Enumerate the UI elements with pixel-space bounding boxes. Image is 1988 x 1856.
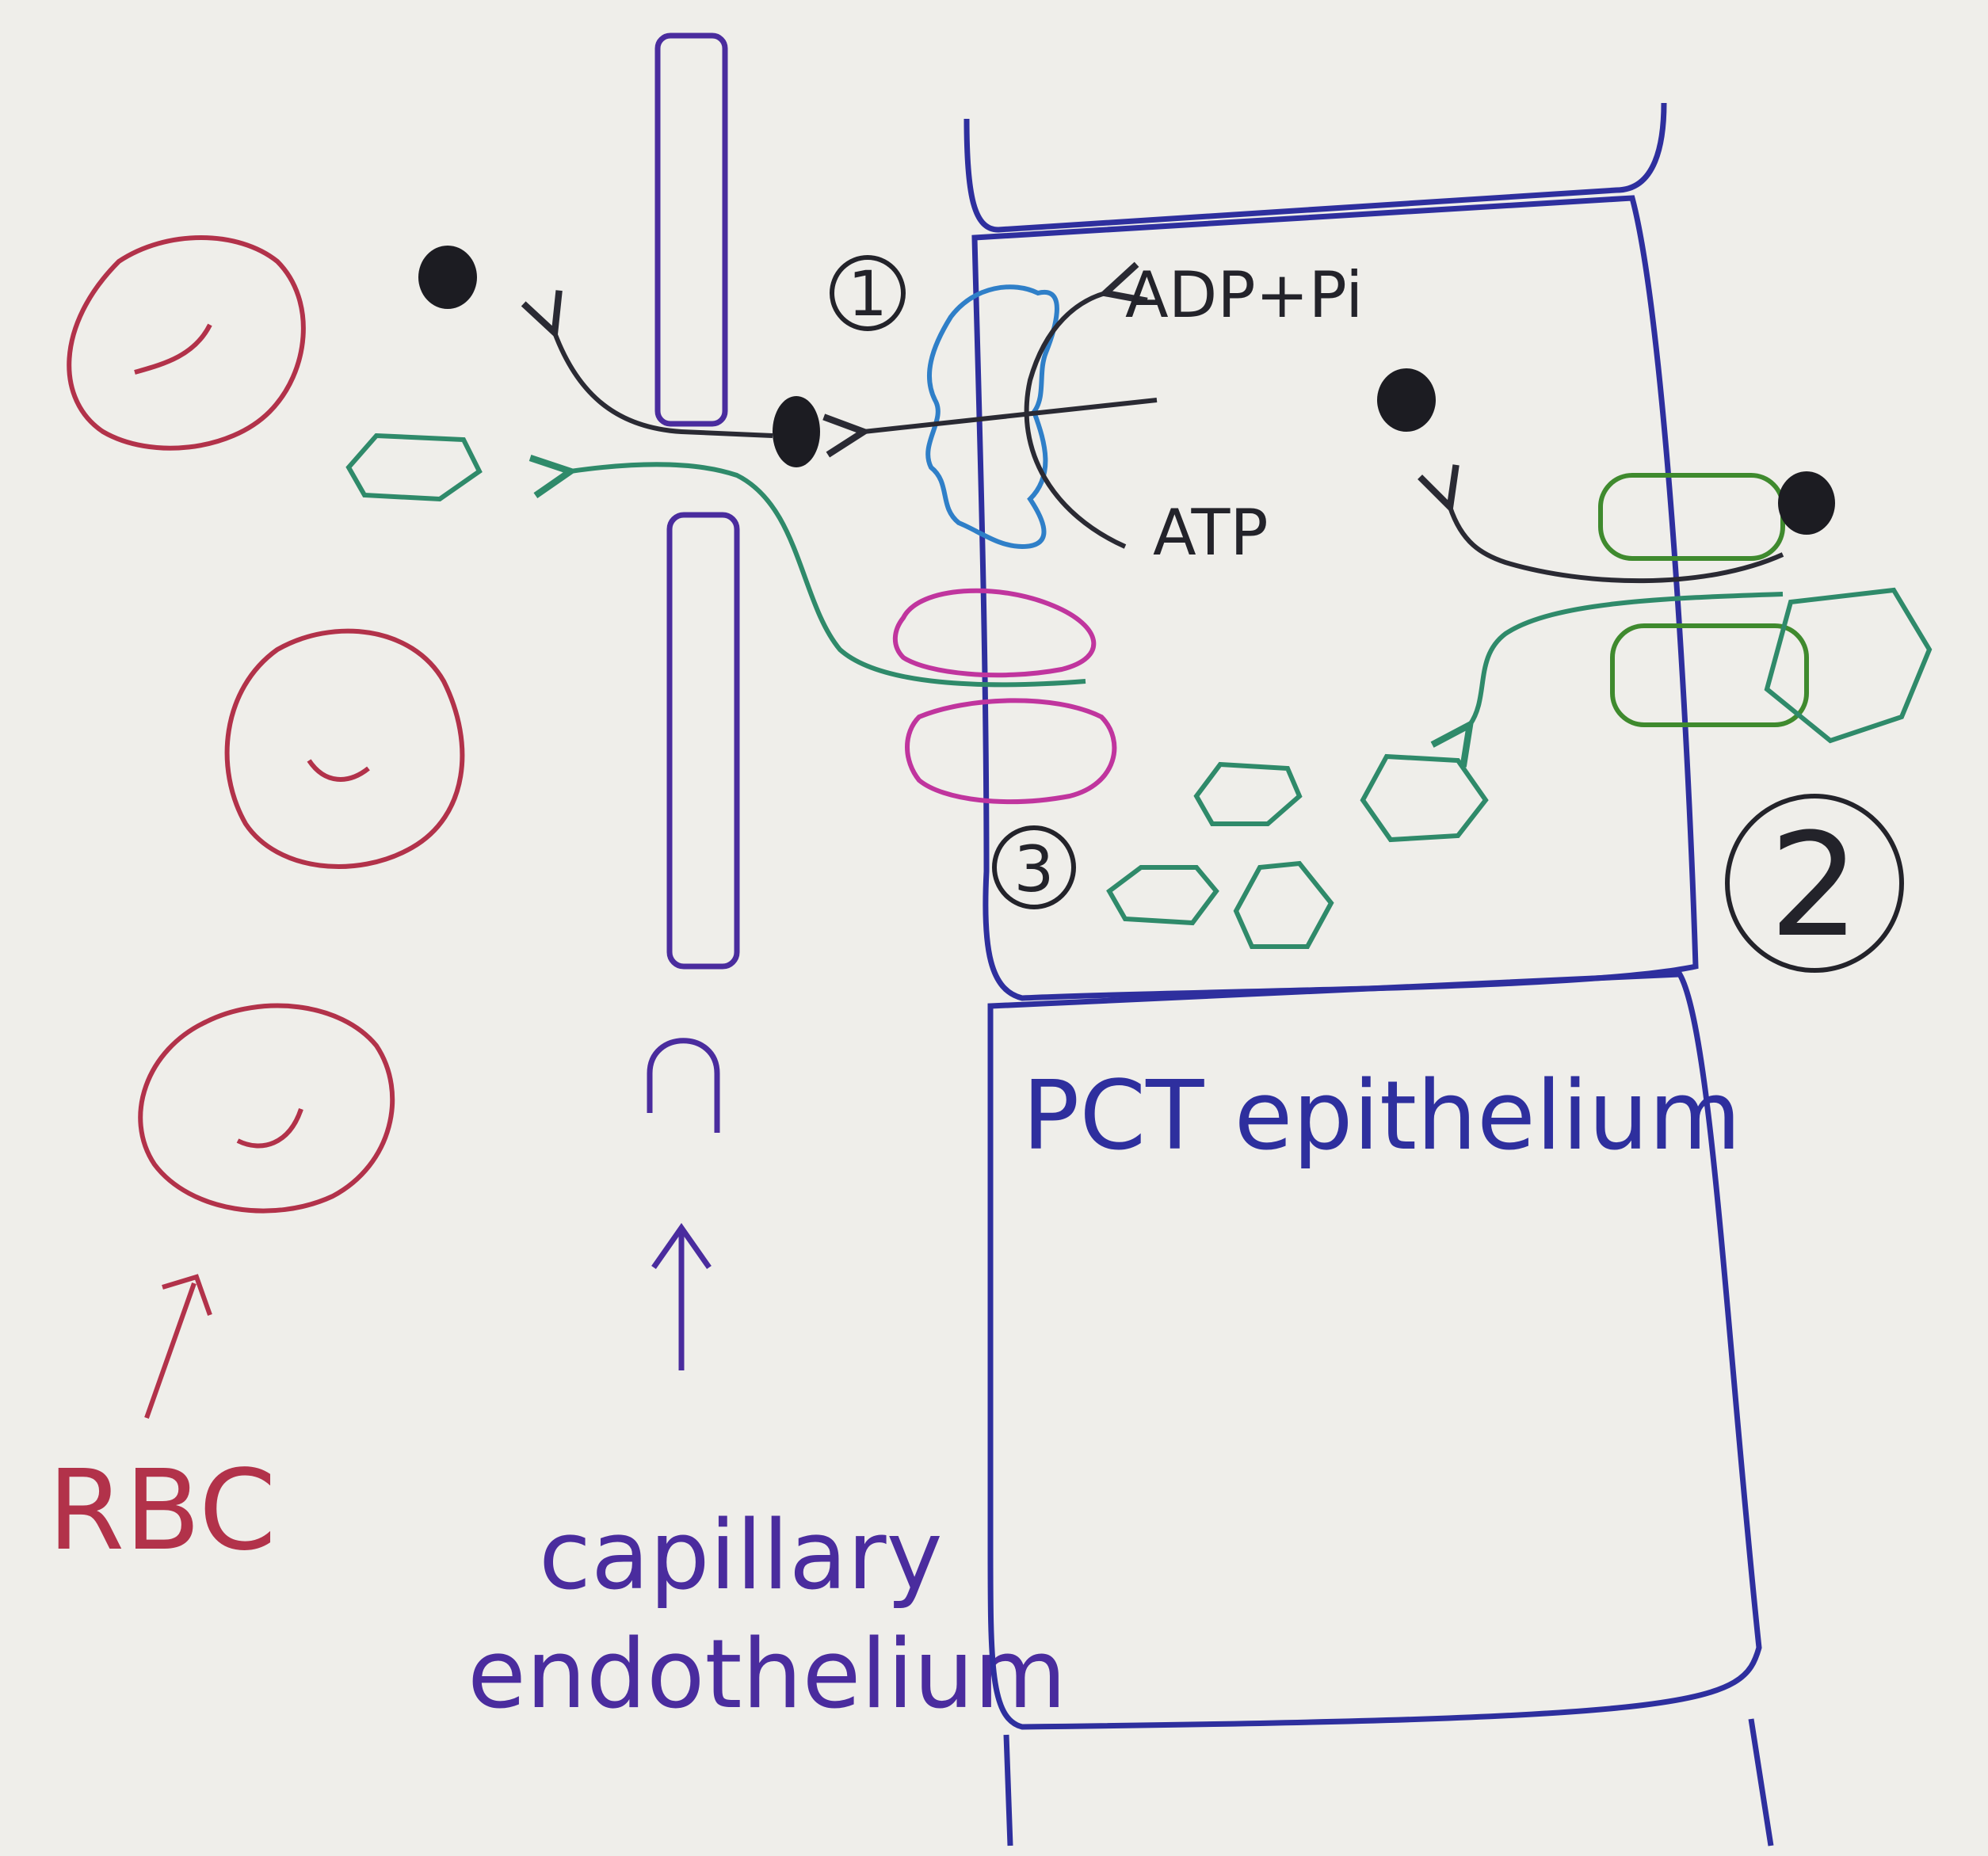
- glucose-molecule: [1360, 753, 1489, 843]
- sodium-ion: [1778, 471, 1835, 535]
- sodium-capillary-arrow: [555, 333, 773, 438]
- sodium-efflux-arrow: [864, 398, 1158, 432]
- glucose-molecule: [1764, 587, 1933, 744]
- glucose-molecule: [1193, 761, 1303, 826]
- atp-label: ATP: [1153, 496, 1269, 570]
- sodium-ion: [1377, 368, 1436, 432]
- capillary-label-line1: capillary: [539, 1501, 943, 1611]
- step-1-label: 1: [848, 259, 887, 330]
- step-marker-1: 1: [830, 255, 906, 331]
- sodium-ion: [418, 246, 477, 309]
- glucose-capillary-arrow: [570, 464, 1086, 688]
- epithelial-cell-bottom-boundary: [1003, 1718, 1774, 1846]
- epithelial-cell: [987, 971, 1762, 1730]
- pct-epithelium: [963, 102, 1774, 1846]
- sodium-ion: [773, 396, 820, 467]
- red-blood-cell: [138, 1003, 395, 1214]
- rbc-group: [67, 235, 465, 1214]
- endothelial-cell: [654, 32, 728, 427]
- glucose-molecule: [1106, 865, 1219, 926]
- sodium-ions: [418, 246, 1835, 535]
- endothelium-arrow: [651, 1222, 712, 1370]
- glucose-arrows: [570, 464, 1784, 725]
- rbc-arrow: [144, 1274, 212, 1419]
- rbc-label: RBC: [48, 1446, 277, 1576]
- step-marker-3: 3: [992, 825, 1076, 909]
- red-blood-cell: [67, 235, 306, 451]
- glucose-molecule: [345, 433, 483, 502]
- red-blood-cell: [224, 628, 465, 869]
- step-marker-2: 2: [1725, 794, 1904, 973]
- capillary-endothelium: [647, 32, 740, 1133]
- sodium-entry-arrow: [1450, 507, 1784, 584]
- endothelial-cell: [666, 512, 740, 970]
- glut-transporter: [892, 588, 1117, 805]
- pct-label: PCT epithelium: [1022, 1061, 1742, 1172]
- capillary-label-line2: endothelium: [467, 1620, 1066, 1730]
- transport-arrows: [555, 293, 1784, 584]
- epithelial-cell-top-boundary: [963, 102, 1667, 233]
- step-3-label: 3: [1014, 833, 1055, 906]
- step-2-label: 2: [1769, 803, 1860, 969]
- na-k-atpase: [925, 284, 1059, 550]
- glucose-molecule: [1233, 860, 1334, 949]
- adp-label: ADP+Pi: [1125, 258, 1363, 332]
- glucose-entry-arrow: [1470, 592, 1784, 725]
- endothelial-cell: [647, 1038, 720, 1133]
- atp-hydrolysis-arc: [1024, 293, 1125, 549]
